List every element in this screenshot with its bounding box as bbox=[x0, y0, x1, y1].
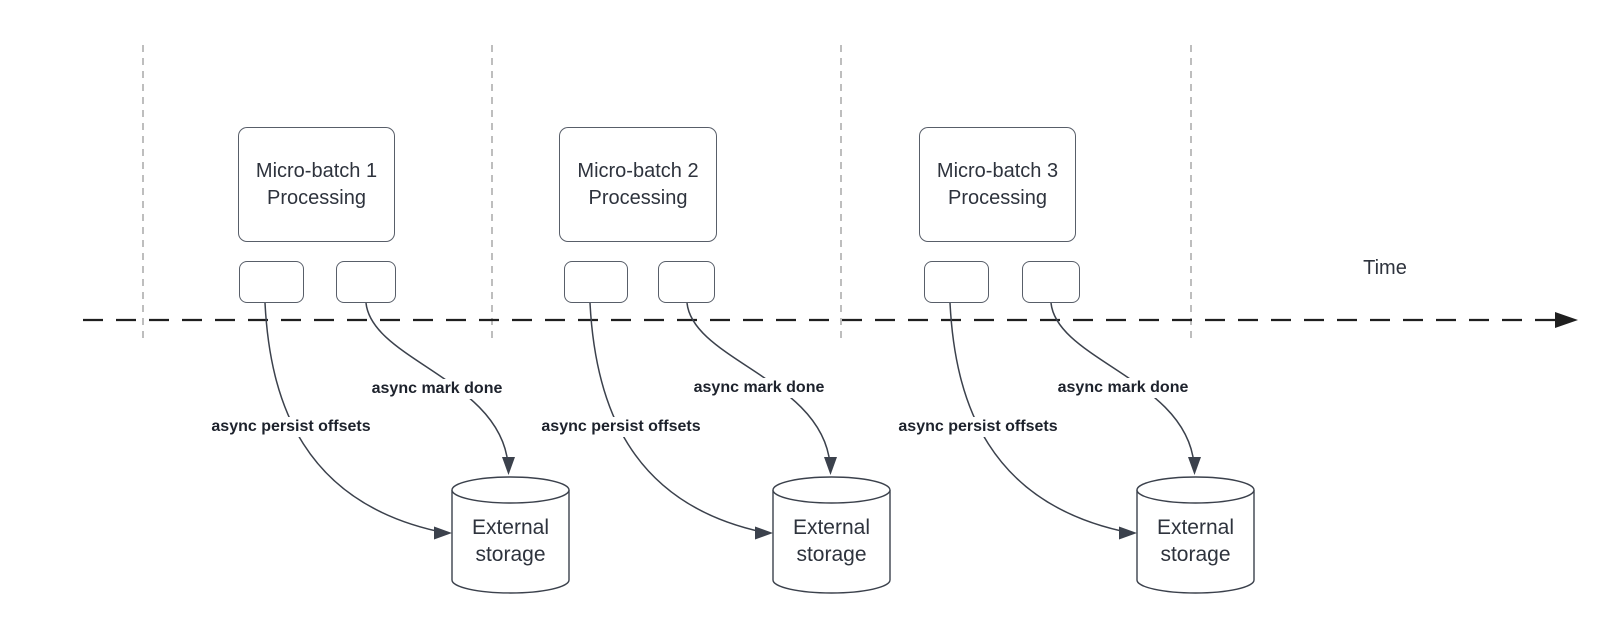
storage-cylinder-top-3 bbox=[1136, 476, 1255, 504]
task-box-3b bbox=[1022, 261, 1080, 303]
persist-offsets-curve-1 bbox=[264, 302, 447, 534]
storage-cylinder-top-1 bbox=[451, 476, 570, 504]
persist-offsets-label-1: async persist offsets bbox=[208, 417, 374, 437]
time-axis-arrowhead-icon bbox=[1555, 312, 1578, 328]
mark-done-curve-1 bbox=[365, 302, 509, 465]
micro-batch-box-2: Micro-batch 2 Processing bbox=[559, 127, 717, 242]
persist-offsets-label-3: async persist offsets bbox=[895, 417, 1061, 437]
mark-arrowhead-icon-3 bbox=[1188, 457, 1201, 475]
persist-arrowhead-icon-1 bbox=[434, 526, 452, 540]
external-storage-label-2: External storage bbox=[792, 516, 871, 566]
task-box-1a bbox=[239, 261, 304, 303]
task-box-2a bbox=[564, 261, 628, 303]
time-axis bbox=[83, 312, 1578, 328]
external-storage-label-1: External storage bbox=[471, 516, 550, 566]
persist-offsets-curve-3 bbox=[949, 302, 1132, 534]
persist-offsets-label-2: async persist offsets bbox=[538, 417, 704, 437]
task-box-2b bbox=[658, 261, 715, 303]
storage-cylinders bbox=[451, 476, 1255, 594]
time-axis-label: Time bbox=[1363, 257, 1407, 279]
storage-cylinder-body-2 bbox=[772, 490, 891, 594]
external-storage-label-3: External storage bbox=[1156, 516, 1235, 566]
mark-done-label-2: async mark done bbox=[690, 378, 828, 398]
mark-arrowhead-icon-1 bbox=[502, 457, 515, 475]
mark-arrowhead-icon-2 bbox=[824, 457, 837, 475]
micro-batch-box-3: Micro-batch 3 Processing bbox=[919, 127, 1076, 242]
mark-done-curve-3 bbox=[1050, 302, 1195, 465]
micro-batch-box-1: Micro-batch 1 Processing bbox=[238, 127, 395, 242]
mark-done-label-3: async mark done bbox=[1054, 378, 1192, 398]
task-box-1b bbox=[336, 261, 396, 303]
storage-cylinder-body-3 bbox=[1136, 490, 1255, 594]
persist-arrowhead-icon-2 bbox=[755, 526, 773, 540]
mark-done-curve-2 bbox=[686, 302, 831, 465]
storage-cylinder-top-2 bbox=[772, 476, 891, 504]
mark-done-label-1: async mark done bbox=[368, 379, 506, 399]
persist-offsets-curve-2 bbox=[589, 302, 768, 534]
storage-cylinder-body-1 bbox=[451, 490, 570, 594]
persist-arrowhead-icon-3 bbox=[1119, 526, 1137, 540]
unit-1-edges bbox=[264, 302, 515, 540]
unit-3-edges bbox=[949, 302, 1201, 540]
unit-2-edges bbox=[589, 302, 837, 540]
interval-gridlines bbox=[142, 45, 1192, 342]
task-box-3a bbox=[924, 261, 989, 303]
